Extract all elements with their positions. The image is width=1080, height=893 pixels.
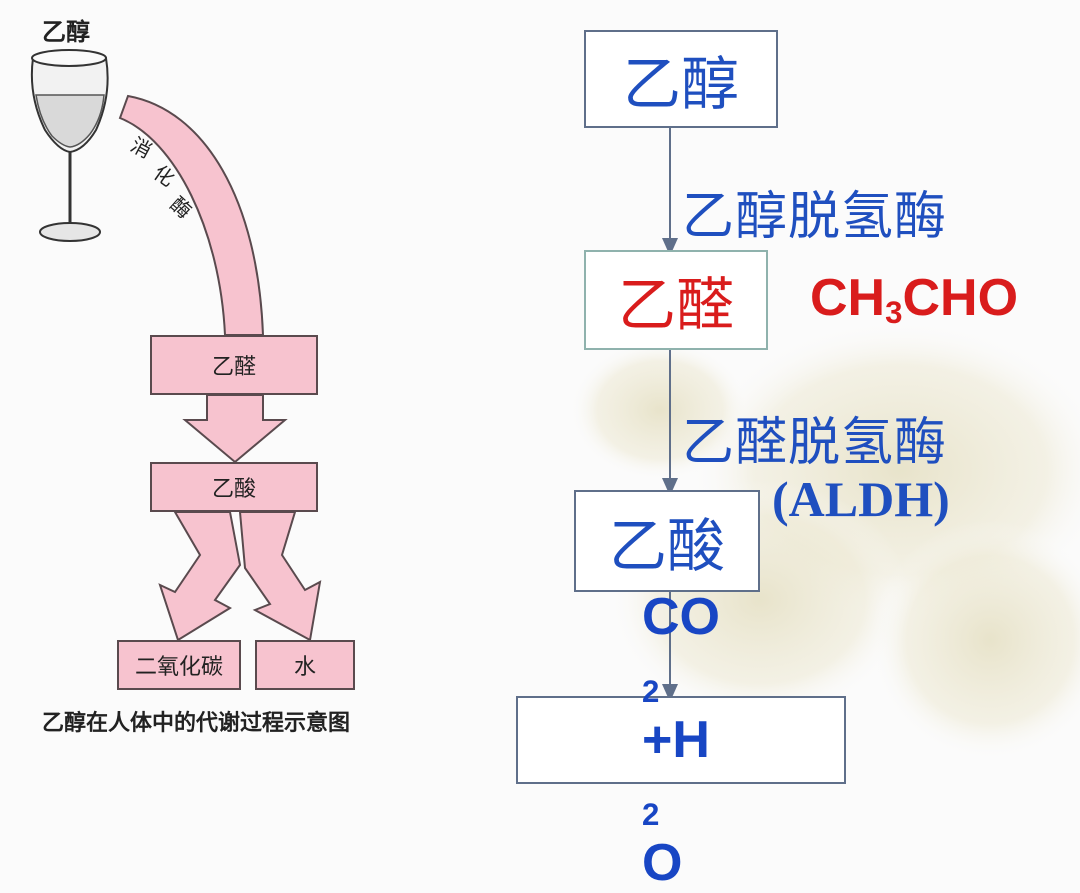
acetaldehyde-formula: CH3CHO (810, 268, 1018, 331)
final-part-o: O (642, 833, 683, 892)
final-part-co: CO (642, 588, 720, 647)
left-top-label: 乙醇 (42, 18, 90, 46)
step-box-ethanol: 乙醇 (584, 30, 778, 128)
final-sub-2a: 2 (642, 674, 660, 709)
left-box-acetaldehyde-label: 乙醛 (211, 355, 256, 380)
enzyme-label-1: 乙醇脱氢酶 (682, 187, 948, 247)
left-box-acetic-acid-label: 乙酸 (211, 477, 256, 502)
step-acetic-acid-label: 乙酸 (608, 512, 725, 580)
left-box-water-label: 水 (293, 655, 316, 680)
formula-sub-3: 3 (885, 294, 903, 330)
step-box-acetaldehyde: 乙醛 (584, 250, 768, 350)
formula-part-cho: CHO (902, 269, 1019, 327)
enzyme-abbr: (ALDH) (772, 471, 950, 527)
left-box-co2-label: 二氧化碳 (134, 655, 223, 680)
down-arrow-1 (182, 394, 288, 464)
left-caption: 乙醇在人体中的代谢过程示意图 (42, 711, 351, 736)
step-box-acetic-acid: 乙酸 (574, 490, 760, 592)
left-box-acetaldehyde: 乙醛 (150, 335, 318, 395)
curved-pink-arrow (118, 94, 265, 336)
split-arrow-right (238, 511, 322, 642)
wine-glass-icon (30, 49, 109, 242)
split-arrow-left (158, 511, 242, 642)
left-box-acetic-acid: 乙酸 (150, 462, 318, 512)
formula-part-ch: CH (810, 269, 886, 327)
final-sub-2b: 2 (642, 796, 660, 832)
step-ethanol-label: 乙醇 (622, 50, 739, 118)
left-box-water: 水 (255, 640, 355, 690)
step-acetaldehyde-label: 乙醛 (617, 271, 734, 339)
enzyme-label-2: 乙醛脱氢酶 (682, 413, 948, 473)
left-box-co2: 二氧化碳 (117, 640, 241, 690)
final-part-plus-h: +H (642, 711, 710, 769)
